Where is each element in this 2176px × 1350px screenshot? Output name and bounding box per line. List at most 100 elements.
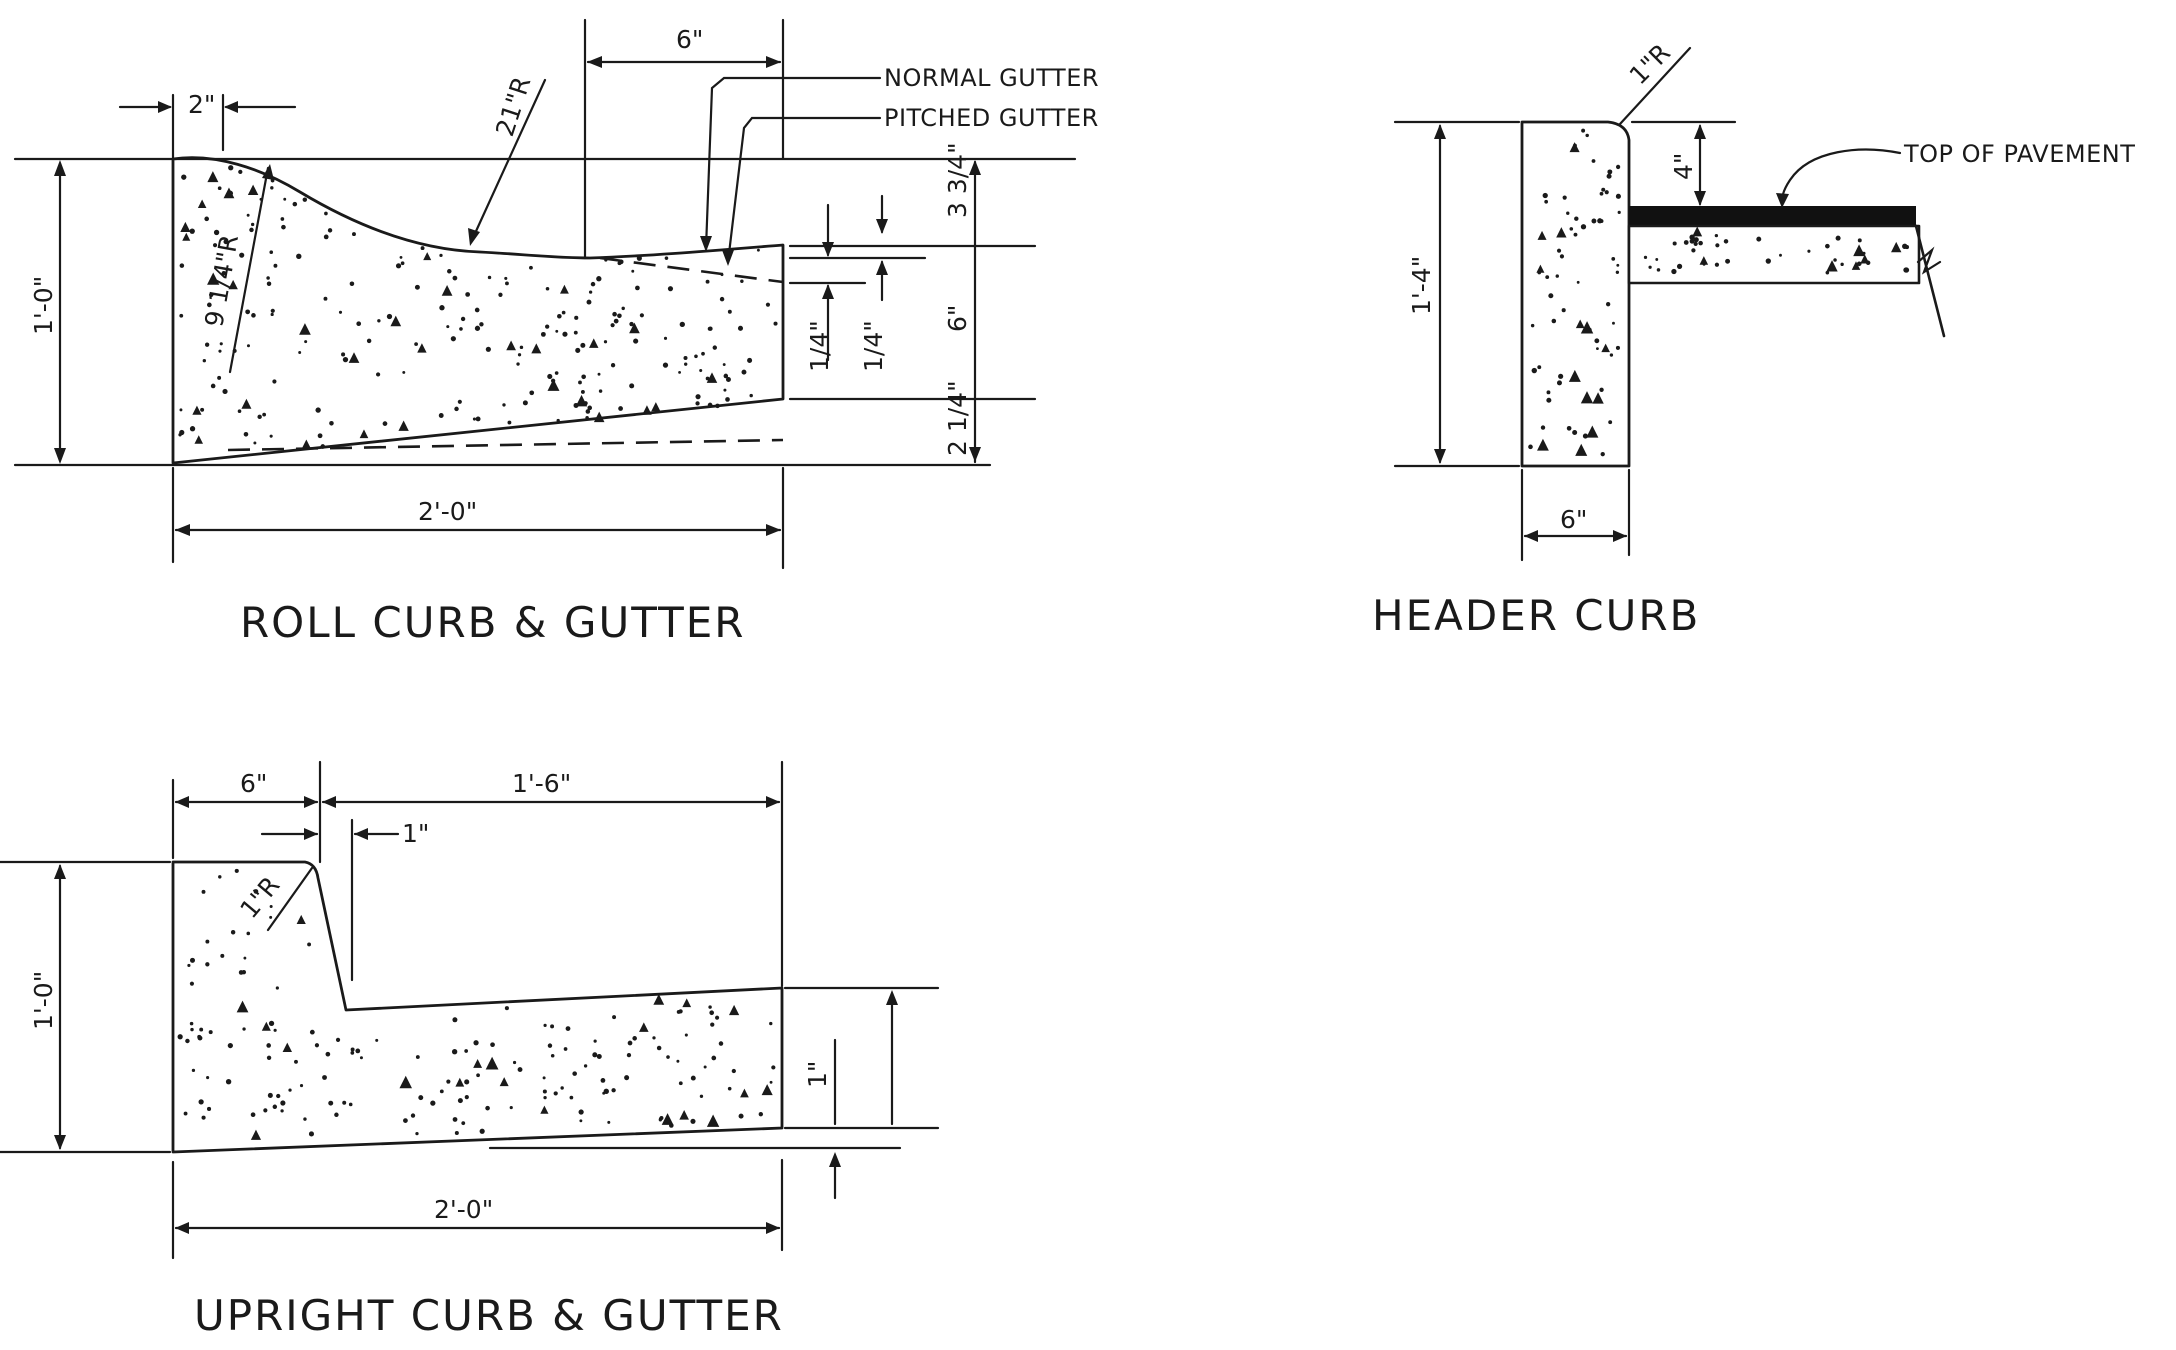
aggregate-dot xyxy=(1693,237,1699,243)
arrowhead xyxy=(886,990,898,1005)
aggregate-dot xyxy=(631,269,635,273)
aggregate-dot xyxy=(204,216,210,222)
aggregate-stone xyxy=(1853,244,1865,257)
arrowhead xyxy=(54,160,66,176)
aggregate-dot xyxy=(410,1113,416,1118)
aggregate-dot xyxy=(769,1021,773,1026)
aggregate-dot xyxy=(317,433,323,439)
aggregate-dot xyxy=(758,1111,764,1117)
arrowhead xyxy=(969,447,981,462)
aggregate-dot xyxy=(269,434,273,438)
upright-6in-label: 6" xyxy=(240,769,267,798)
aggregate-dot xyxy=(722,363,726,366)
aggregate-dot xyxy=(266,1043,271,1048)
aggregate-dot xyxy=(590,281,596,287)
aggregate-dot xyxy=(1596,347,1599,351)
aggregate-dot xyxy=(382,421,388,426)
aggregate-dot xyxy=(189,228,195,234)
aggregate-dot xyxy=(678,1081,683,1086)
arrowhead xyxy=(54,1135,66,1150)
aggregate-dot xyxy=(583,1064,588,1068)
aggregate-dot xyxy=(249,227,254,233)
pavement-layer xyxy=(1629,206,1916,226)
pitched-gutter-bottom-line xyxy=(227,438,784,452)
aggregate-dot xyxy=(684,1033,688,1037)
aggregate-dot xyxy=(314,1043,320,1048)
aggregate-dot xyxy=(187,963,191,967)
aggregate-stone xyxy=(348,352,360,363)
arrowhead xyxy=(175,524,190,536)
aggregate-dot xyxy=(1779,253,1782,257)
aggregate-dot xyxy=(1561,308,1566,313)
arrowhead xyxy=(766,524,781,536)
aggregate-stone xyxy=(1699,256,1709,265)
aggregate-dot xyxy=(302,197,308,202)
aggregate-dot xyxy=(553,1091,558,1096)
aggregate-dot xyxy=(473,1040,479,1046)
pitch-a-label: 1/4" xyxy=(805,320,834,372)
aggregate-dot xyxy=(1556,380,1562,386)
aggregate-dot xyxy=(395,263,402,269)
aggregate-dot xyxy=(598,389,603,393)
aggregate-dot xyxy=(684,362,688,366)
aggregate-dot xyxy=(1566,211,1570,215)
aggregate-dot xyxy=(191,1068,196,1073)
aggregate-dot xyxy=(517,353,522,357)
aggregate-dot xyxy=(585,409,591,414)
aggregate-dot xyxy=(452,1117,458,1122)
aggregate-dot xyxy=(275,986,279,990)
aggregate-stone xyxy=(1569,142,1580,153)
aggregate-stone xyxy=(682,998,692,1008)
aggregate-dot xyxy=(213,229,220,236)
aggregate-dot xyxy=(771,1065,776,1070)
aggregate-dot xyxy=(299,1084,304,1088)
aggregate-dot xyxy=(225,1079,232,1085)
aggregate-stone xyxy=(728,1004,740,1016)
arrowhead xyxy=(304,828,318,840)
aggregate-dot xyxy=(1656,268,1661,272)
aggregate-dot xyxy=(349,281,355,287)
aggregate-dot xyxy=(329,421,334,426)
aggregate-dot xyxy=(1612,321,1615,325)
upright-right-label: 1" xyxy=(803,1061,832,1088)
aggregate-dot xyxy=(667,286,674,292)
aggregate-dot xyxy=(479,1128,485,1134)
aggregate-dot xyxy=(272,379,277,384)
roll-curb-detail: 2" 6" NORMAL GUTTER PITCHED GUTTER 21"R … xyxy=(13,18,1099,647)
aggregate-stone xyxy=(194,435,204,444)
aggregate-dot xyxy=(1546,397,1552,403)
aggregate-dot xyxy=(587,405,593,411)
aggregate-dot xyxy=(669,1123,674,1128)
aggregate-dot xyxy=(725,397,730,402)
aggregate-dot xyxy=(1600,451,1605,457)
aggregate-dot xyxy=(250,1112,256,1118)
aggregate-dot xyxy=(198,1099,204,1105)
arrowhead xyxy=(158,101,172,113)
aggregate-dot xyxy=(251,313,256,318)
aggregate-dot xyxy=(201,889,206,894)
aggregate-dot xyxy=(701,351,705,356)
base-layer xyxy=(1627,224,1921,285)
aggregate-dot xyxy=(578,1109,584,1115)
aggregate-dot xyxy=(338,310,343,314)
aggregate-dot xyxy=(217,375,222,380)
aggregate-dot xyxy=(227,190,234,196)
aggregate-dot xyxy=(550,1024,555,1029)
aggregate-stone xyxy=(299,323,311,335)
aggregate-dot xyxy=(741,369,747,375)
aggregate-dot xyxy=(1648,265,1652,269)
aggregate-dot xyxy=(550,1053,555,1058)
aggregate-dot xyxy=(1556,248,1562,253)
aggregate-dot xyxy=(447,269,452,274)
aggregate-stone xyxy=(296,914,306,925)
aggregate-stone xyxy=(531,343,542,354)
aggregate-dot xyxy=(699,1094,704,1098)
aggregate-dot xyxy=(308,1131,314,1137)
aggregate-stone xyxy=(629,322,640,334)
radius-21-label: 21"R xyxy=(490,73,536,140)
aggregate-dot xyxy=(320,444,326,449)
arrowhead xyxy=(1434,449,1446,464)
arrowhead xyxy=(766,796,780,808)
aggregate-dot xyxy=(324,211,328,216)
